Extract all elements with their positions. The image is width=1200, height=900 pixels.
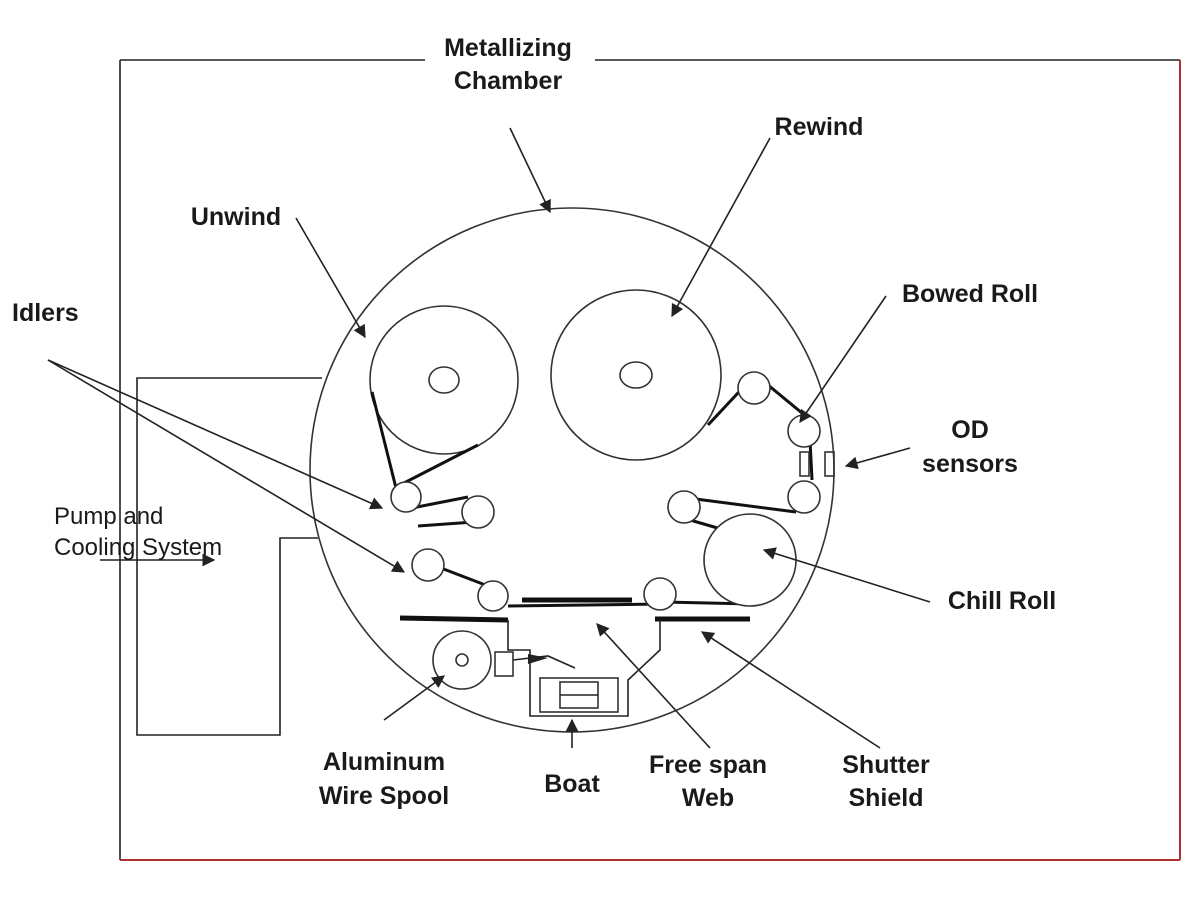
leader-lines (47, 127, 931, 749)
label-freespan-2: Web (682, 784, 734, 812)
idler-roll-right-top (737, 371, 771, 405)
label-spool-2: Wire Spool (319, 782, 449, 810)
shutter-shield-left (399, 615, 509, 623)
bowed-roll (787, 414, 821, 448)
label-freespan-1: Free span (649, 751, 767, 779)
label-spool-1: Aluminum (323, 748, 445, 776)
boat (507, 620, 661, 717)
idler-roll-left-1 (390, 481, 422, 513)
chamber-circle (309, 207, 835, 733)
label-pump-1: Pump and (54, 503, 163, 530)
label-rewind: Rewind (775, 113, 864, 141)
label-chamber-2: Chamber (454, 67, 563, 95)
label-idlers: Idlers (12, 299, 79, 327)
rewind-roll (550, 289, 722, 461)
unwind-roll (369, 305, 519, 455)
idler-roll-left-2 (461, 495, 495, 529)
od-sensors (799, 451, 835, 477)
label-boat: Boat (544, 770, 600, 798)
label-od-1: OD (951, 416, 989, 444)
label-unwind: Unwind (191, 203, 281, 231)
chill-roll (703, 513, 797, 607)
label-pump-2: Cooling System (54, 534, 222, 561)
idler-roll-right-mid (787, 480, 821, 514)
label-bowed-roll: Bowed Roll (902, 280, 1038, 308)
pump-duct (136, 377, 322, 736)
label-chamber-1: Metallizing (444, 34, 572, 62)
idler-roll-bottom (643, 577, 677, 611)
label-shutter-1: Shutter (842, 751, 930, 779)
label-shutter-2: Shield (848, 784, 923, 812)
outer-frame (119, 59, 1181, 861)
idler-roll-left-3 (411, 548, 445, 582)
label-od-2: sensors (922, 450, 1018, 478)
label-chill-roll: Chill Roll (948, 587, 1056, 615)
idler-roll-left-4 (477, 580, 509, 612)
idler-roll-right-web (667, 490, 701, 524)
aluminum-wire-spool (432, 630, 576, 690)
